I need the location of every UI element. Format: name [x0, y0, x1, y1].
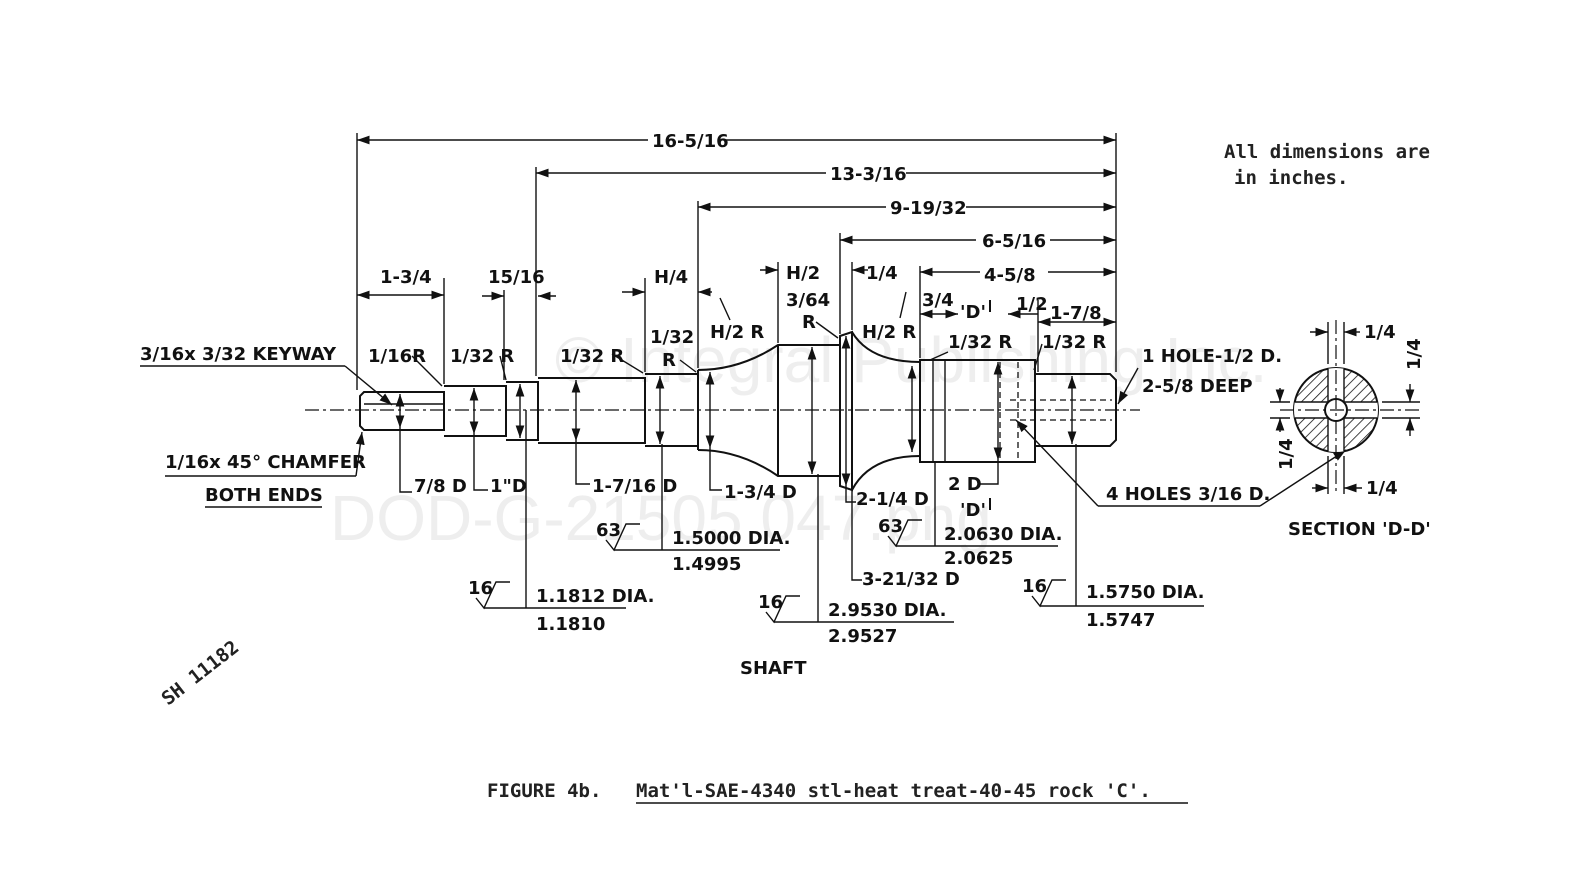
- diameter-labels: 7/8 D 1"D 1-7/16 D 1-3/4 D 2-1/4 D 2 D 3…: [399, 428, 999, 590]
- radius-3-64-r: R: [802, 312, 816, 333]
- radius-1-32-c-r: R: [662, 350, 676, 371]
- figure-label: FIGURE 4b.: [487, 780, 601, 802]
- watermark: © Integral Publishing Inc. DOD-G-21505 0…: [330, 324, 1267, 554]
- four-holes-callout: 4 HOLES 3/16 D.: [1106, 484, 1270, 505]
- tol-1-1812: 1.1812 DIA.: [536, 586, 654, 607]
- section-dim-right: 1/4: [1404, 338, 1425, 370]
- radius-1-16: 1/16R: [368, 346, 426, 367]
- dim-h-4: H/4: [654, 267, 688, 288]
- callouts: 3/16x 3/32 KEYWAY 1/16x 45° CHAMFER BOTH…: [140, 290, 1347, 521]
- radius-1-32-e: 1/32 R: [1042, 332, 1106, 353]
- shaft-outline: [359, 330, 1117, 492]
- chamfer-both-ends: BOTH ENDS: [205, 485, 323, 506]
- dim-6-5-16: 6-5/16: [982, 231, 1046, 252]
- tolerance-blocks: 16 1.1812 DIA. 1.1810 63 1.5000 DIA. 1.4…: [468, 410, 1204, 647]
- dia-1-7-16: 1-7/16 D: [592, 476, 677, 497]
- keyway-callout: 3/16x 3/32 KEYWAY: [140, 344, 337, 365]
- radius-1-32-d: 1/32 R: [948, 332, 1012, 353]
- dim-1-7-8: 1-7/8: [1050, 303, 1102, 324]
- section-mark-top: 'D': [960, 302, 986, 323]
- tol-2-0625: 2.0625: [944, 548, 1013, 569]
- dim-overall: 16-5/16: [652, 131, 729, 152]
- radius-3-64: 3/64: [786, 290, 830, 311]
- section-d-d: 1/4 1/4 1/4 1/4 SECTION 'D-D': [1270, 320, 1431, 540]
- dia-7-8: 7/8 D: [414, 476, 467, 497]
- horizontal-dimension-lines: [357, 135, 1116, 327]
- tol-1-1810: 1.1810: [536, 614, 605, 635]
- dim-h-2: H/2: [786, 263, 820, 284]
- dim-3-4: 3/4: [922, 290, 954, 311]
- dimension-note: All dimensions are in inches.: [1224, 141, 1430, 189]
- section-dim-top: 1/4: [1364, 322, 1396, 343]
- dia-2: 2 D: [948, 474, 982, 495]
- dia-1-3-4: 1-3/4 D: [724, 482, 797, 503]
- section-label: SECTION 'D-D': [1288, 519, 1431, 540]
- tol-1-5000: 1.5000 DIA.: [672, 528, 790, 549]
- sheet-stamp: SH 11182: [158, 636, 244, 710]
- radius-1-32-b: 1/32 R: [560, 346, 624, 367]
- tol-2-0630: 2.0630 DIA.: [944, 524, 1062, 545]
- svg-text:All dimensions are: All dimensions are: [1224, 141, 1430, 163]
- drawing-title: SHAFT: [740, 658, 807, 679]
- tol-2-9527: 2.9527: [828, 626, 897, 647]
- dim-13-3-16: 13-3/16: [830, 164, 907, 185]
- section-mark-bottom: 'D': [960, 500, 986, 521]
- tol-1-5747: 1.5747: [1086, 610, 1155, 631]
- dia-1: 1"D: [490, 476, 527, 497]
- hole-depth: 2-5/8 DEEP: [1142, 376, 1253, 397]
- tol-2-9530: 2.9530 DIA.: [828, 600, 946, 621]
- finish-16-c: 16: [1022, 576, 1047, 597]
- radius-1-32-a: 1/32 R: [450, 346, 514, 367]
- dia-2-1-4: 2-1/4 D: [856, 489, 929, 510]
- chamfer-callout: 1/16x 45° CHAMFER: [165, 452, 366, 473]
- finish-16-a: 16: [468, 578, 493, 599]
- dim-1-2: 1/2: [1016, 294, 1048, 315]
- radius-1-32-c: 1/32: [650, 327, 694, 348]
- dim-4-5-8: 4-5/8: [984, 265, 1036, 286]
- radius-h-2-b: H/2 R: [862, 322, 916, 343]
- dim-9-19-32: 9-19/32: [890, 198, 967, 219]
- diameter-arrows: [395, 336, 1077, 486]
- hole-callout: 1 HOLE-1/2 D.: [1142, 346, 1282, 367]
- radius-h-2-a: H/2 R: [710, 322, 764, 343]
- horizontal-dimension-texts: 16-5/16 13-3/16 9-19/32 6-5/16 1-3/4 15/…: [380, 131, 1102, 324]
- finish-63-b: 63: [878, 516, 903, 537]
- section-dim-bottom: 1/4: [1366, 478, 1398, 499]
- section-dim-left: 1/4: [1276, 438, 1297, 470]
- finish-63-a: 63: [596, 520, 621, 541]
- svg-text:DOD-G-21505 047.png: DOD-G-21505 047.png: [330, 482, 992, 554]
- dim-1-3-4: 1-3/4: [380, 267, 432, 288]
- tol-1-5750: 1.5750 DIA.: [1086, 582, 1204, 603]
- dim-1-4: 1/4: [866, 263, 898, 284]
- svg-text:in inches.: in inches.: [1234, 167, 1348, 189]
- finish-16-b: 16: [758, 592, 783, 613]
- figure-caption: Mat'l-SAE-4340 stl-heat treat-40-45 rock…: [636, 780, 1151, 802]
- dim-15-16: 15/16: [488, 267, 545, 288]
- tol-1-4995: 1.4995: [672, 554, 741, 575]
- dia-3-21-32: 3-21/32 D: [862, 569, 960, 590]
